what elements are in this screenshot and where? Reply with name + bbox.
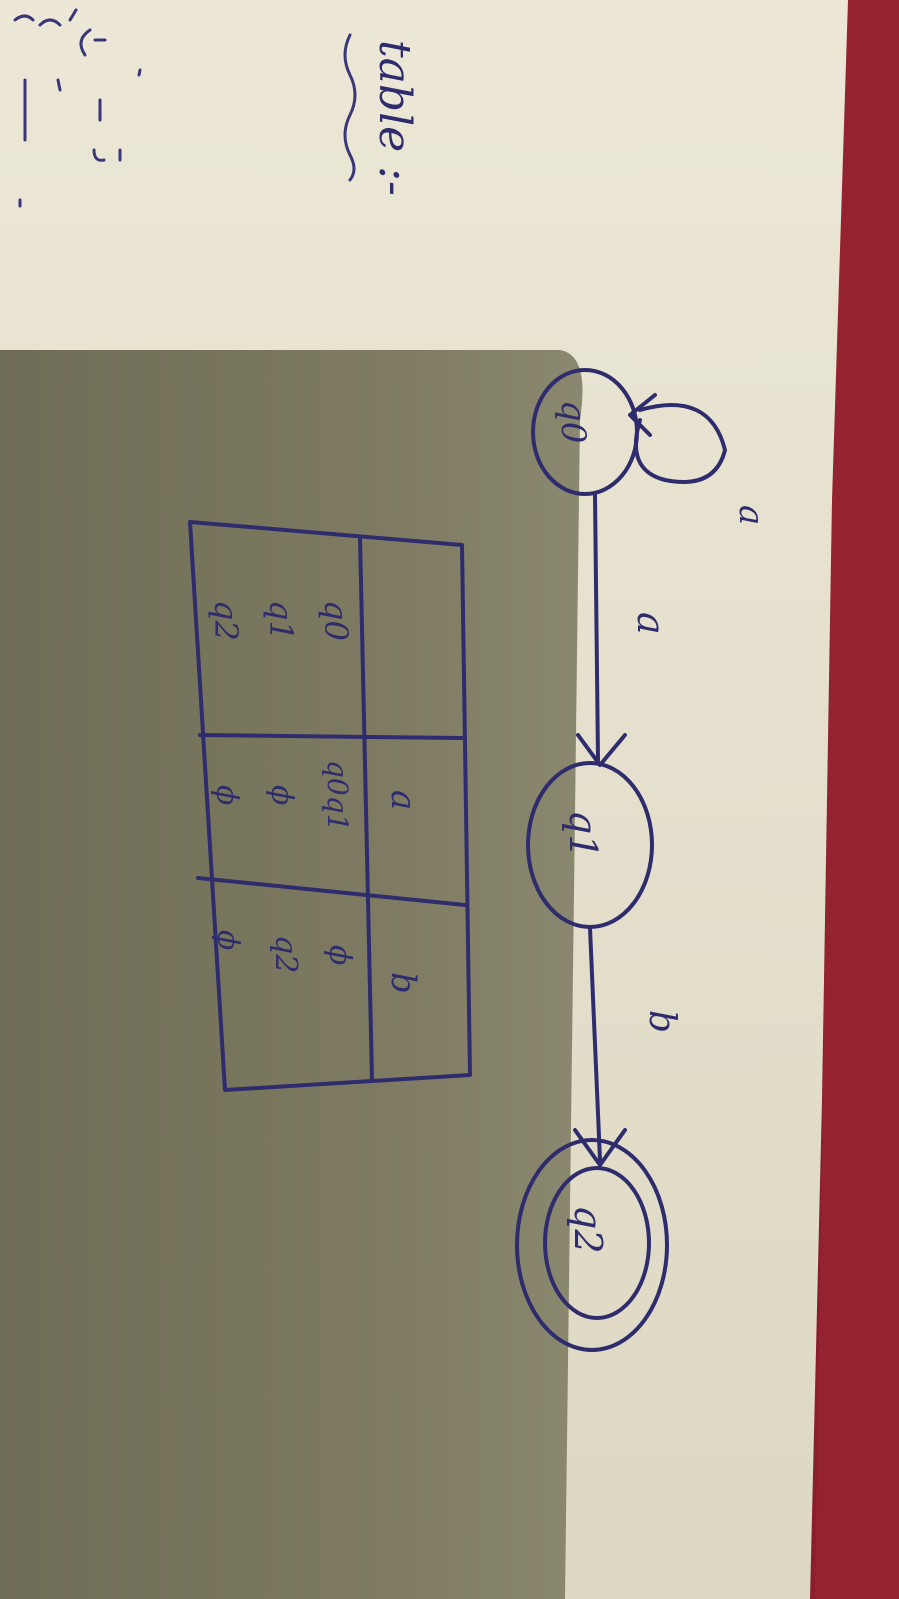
table-row-q1-state: q1	[262, 600, 300, 641]
state-q2-final: q2	[515, 1138, 669, 1352]
table-row-q2-state: q2	[207, 600, 245, 641]
table-row-q2-b: ϕ	[210, 930, 245, 950]
self-loop-q0	[633, 403, 727, 484]
table-row-q1-b: q2	[268, 935, 303, 973]
notes-heading-group: table :-	[369, 40, 420, 196]
table-col-divider-2	[196, 876, 467, 907]
heading-underline-squiggle	[343, 33, 357, 182]
table-row-q2-a: ϕ	[209, 785, 244, 805]
table-row-q0-state: q0	[317, 600, 355, 641]
self-loop-label: a	[731, 505, 771, 525]
transition-table: a b q0 q1 q2 q0q1 ϕ ϕ ϕ q2 ϕ	[188, 520, 472, 1092]
margin-scribbles	[13, 8, 142, 208]
self-loop-arrowhead	[628, 393, 657, 437]
arrow-q0-q1	[593, 493, 600, 762]
arrow-q1-q2-label: b	[641, 1010, 682, 1033]
arrow-q0-q1-label: a	[629, 612, 673, 635]
table-row-q0-b: ϕ	[322, 945, 357, 965]
table-row-q0-a: q0q1	[321, 760, 354, 831]
table-header-b: b	[383, 972, 423, 994]
table-header-a: a	[383, 790, 423, 810]
notes-heading: table :-	[369, 40, 420, 196]
state-q0-label: q0	[553, 400, 593, 443]
paper-shadow	[0, 350, 583, 1599]
arrow-q1-q2	[588, 926, 602, 1162]
state-q1-label: q1	[561, 810, 605, 859]
state-q2-label: q2	[566, 1205, 610, 1254]
table-col-divider-1	[198, 733, 464, 740]
table-header-divider	[358, 536, 374, 1082]
table-row-q1-a: ϕ	[264, 785, 299, 805]
